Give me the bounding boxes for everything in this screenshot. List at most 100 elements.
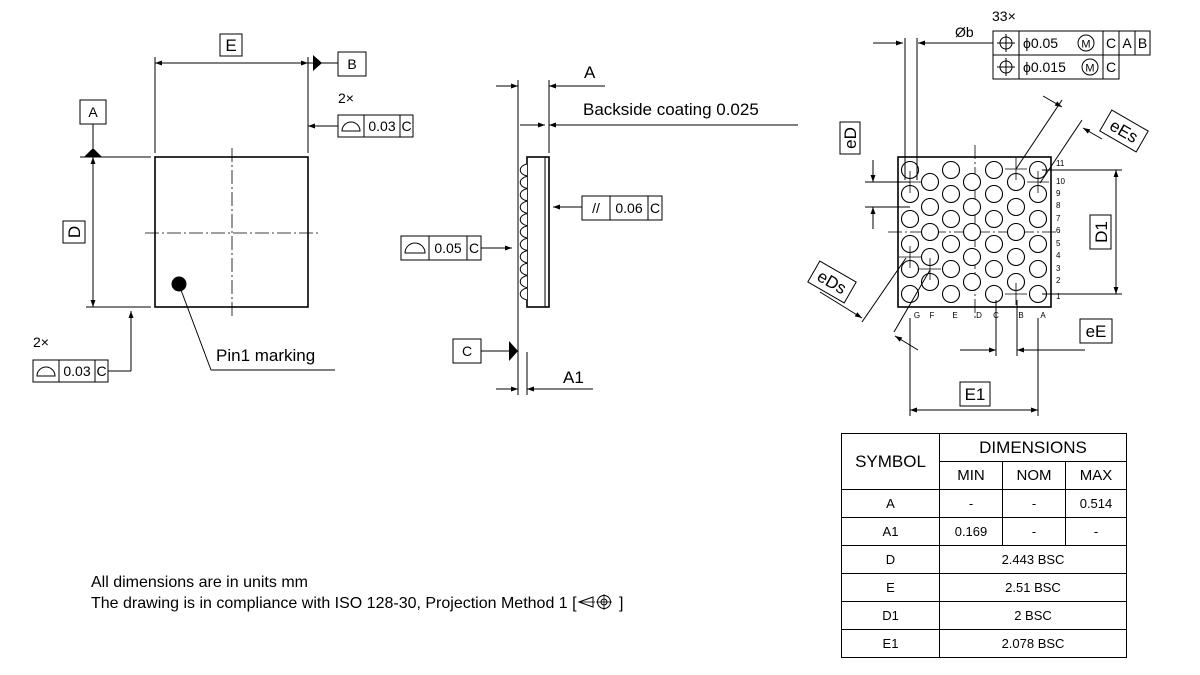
column-label: D [976, 311, 982, 320]
solder-ball [984, 209, 1004, 229]
solder-ball [962, 247, 982, 267]
flat-ref: C [469, 240, 479, 256]
datum-c-label: C [462, 343, 472, 359]
dim-e-label: E [225, 36, 236, 55]
units-note: All dimensions are in units mm [91, 574, 308, 591]
solder-ball-side [519, 163, 528, 177]
flat-value: 0.05 [434, 240, 461, 256]
datum-a-triangle [84, 148, 102, 157]
ball-center-mark [919, 258, 941, 280]
solder-ball [984, 160, 1004, 180]
solder-ball-side [519, 262, 528, 276]
solder-ball [1028, 259, 1048, 279]
row-label: 11 [1056, 159, 1065, 168]
table-row: D 2.443 BSC [841, 545, 1127, 574]
mod-symbol-2: M [1085, 63, 1094, 75]
surface-profile-icon [341, 121, 361, 132]
solder-ball [941, 284, 961, 304]
parallel-value: 0.06 [615, 200, 642, 216]
projection-note: The drawing is in compliance with ISO 12… [91, 593, 623, 614]
solder-ball [984, 234, 1004, 254]
pin1-leader [180, 289, 212, 371]
solder-ball [1006, 247, 1026, 267]
column-label: A [1040, 311, 1046, 320]
ball-center-mark [1027, 171, 1049, 193]
pos-tol-1: ϕ0.05 [1023, 35, 1058, 51]
row-label: 2 [1056, 276, 1061, 285]
pin1-marker [171, 276, 187, 292]
row-label: 3 [1056, 264, 1061, 273]
solder-ball [984, 184, 1004, 204]
solder-ball-side [519, 200, 528, 214]
dim-d-label: D [65, 226, 84, 238]
dimensions-table: SYMBOL DIMENSIONS MIN NOM MAX A - - 0.51… [841, 433, 1127, 658]
solder-ball [1028, 234, 1048, 254]
solder-ball [984, 284, 1004, 304]
fcf-lower-ref: C [96, 363, 106, 379]
column-label: B [1018, 311, 1023, 320]
solder-ball [941, 209, 961, 229]
parallel-symbol: // [592, 200, 600, 216]
table-row: E 2.51 BSC [841, 573, 1127, 602]
ref-1-a: A [1122, 35, 1132, 51]
column-label: G [914, 311, 920, 320]
dim-a-label: A [584, 63, 596, 82]
solder-balls-side [519, 163, 528, 301]
solder-ball [962, 197, 982, 217]
solder-ball-side [519, 250, 528, 264]
projection-note-text: The drawing is in compliance with ISO 12… [91, 595, 577, 612]
ball-center-mark [899, 246, 921, 268]
datum-c-triangle [509, 341, 518, 361]
solder-ball [920, 197, 940, 217]
symbol-header: SYMBOL [841, 433, 940, 490]
solder-ball [941, 160, 961, 180]
solder-ball [900, 209, 920, 229]
solder-ball [920, 172, 940, 192]
row-label: 7 [1056, 214, 1061, 223]
row-label: 6 [1056, 226, 1061, 235]
projection-method-icon [577, 594, 612, 610]
max-header: MAX [1065, 461, 1127, 490]
position-tolerance-fcf: ϕ0.05 M C A B ϕ0.015 M C [992, 30, 1151, 80]
fcf-lower-value: 0.03 [63, 363, 90, 379]
solder-ball-side [519, 225, 528, 239]
dim-e1-label: E1 [965, 385, 986, 404]
count-2x-upper: 2× [338, 90, 354, 106]
ball-grid [899, 158, 1049, 305]
solder-ball [941, 259, 961, 279]
table-row: A1 0.169 - - [841, 517, 1127, 546]
pos-tol-2: ϕ0.015 [1023, 59, 1066, 75]
column-label: E [952, 311, 957, 320]
row-label: 1 [1056, 292, 1061, 301]
table-row: D1 2 BSC [841, 601, 1127, 630]
row-label: 8 [1056, 201, 1061, 210]
solder-ball-side [519, 213, 528, 227]
parallel-ref: C [650, 200, 660, 216]
solder-ball [962, 272, 982, 292]
ball-diameter-label: Øb [955, 24, 974, 40]
drawing-notes: All dimensions are in units mm The drawi… [91, 572, 623, 614]
solder-ball-side [519, 188, 528, 202]
mod-symbol-1: M [1081, 39, 1090, 51]
solder-ball [962, 222, 982, 242]
datum-a-label: A [88, 104, 98, 120]
top-view: E B 2× 0.03 C A D 2× 0.03 C [32, 33, 414, 383]
column-label: F [930, 311, 935, 320]
row-label: 10 [1056, 177, 1065, 186]
ball-center-mark [1005, 283, 1027, 305]
table-row: E1 2.078 BSC [841, 629, 1127, 658]
solder-ball-side [519, 275, 528, 289]
table-row: A - - 0.514 [841, 489, 1127, 518]
solder-ball-side [519, 237, 528, 251]
solder-ball [941, 184, 961, 204]
count-2x-lower: 2× [33, 334, 49, 350]
dim-ed-label: eD [841, 127, 860, 149]
solder-ball [1006, 197, 1026, 217]
nom-header: NOM [1002, 461, 1066, 490]
solder-ball [920, 222, 940, 242]
package-outline-top [154, 156, 309, 308]
die-body-side [526, 156, 550, 308]
solder-ball [1028, 209, 1048, 229]
